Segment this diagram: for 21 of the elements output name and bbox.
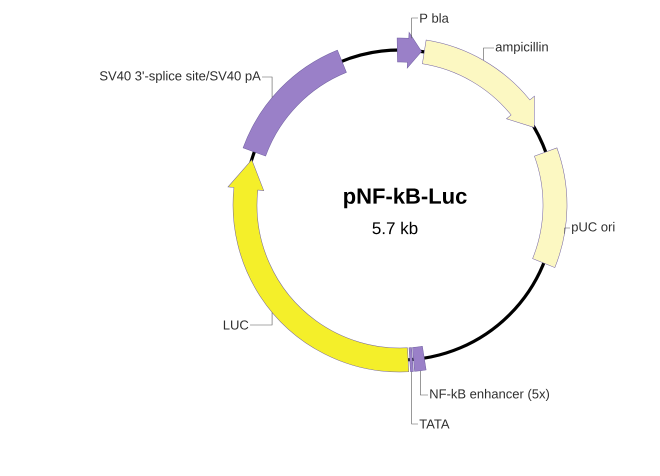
feature-label: TATA [420,420,450,428]
leader-line [411,18,418,38]
leader-line [420,370,428,396]
feature-label: LUC [224,320,248,330]
feature-label: P bla [420,13,449,23]
plasmid-name: pNF-kB-Luc [344,188,467,208]
feature-label: ampicillin [496,42,548,54]
leader-line [262,76,272,98]
feature-label: SV40 3'-splice site/SV40 pA [100,70,261,84]
leader-line [411,372,418,424]
feature-block [532,148,568,268]
feature-block [242,50,347,156]
feature-label: pUC ori [572,222,614,234]
feature-block [408,347,414,372]
leader-line [483,48,494,60]
plasmid-size: 5.7 kb [372,222,418,234]
feature-label: NF-kB enhancer (5x) [430,388,550,402]
leader-line [564,228,570,234]
leader-line [250,312,272,326]
feature-block [412,346,426,372]
gene-segment [396,32,422,68]
